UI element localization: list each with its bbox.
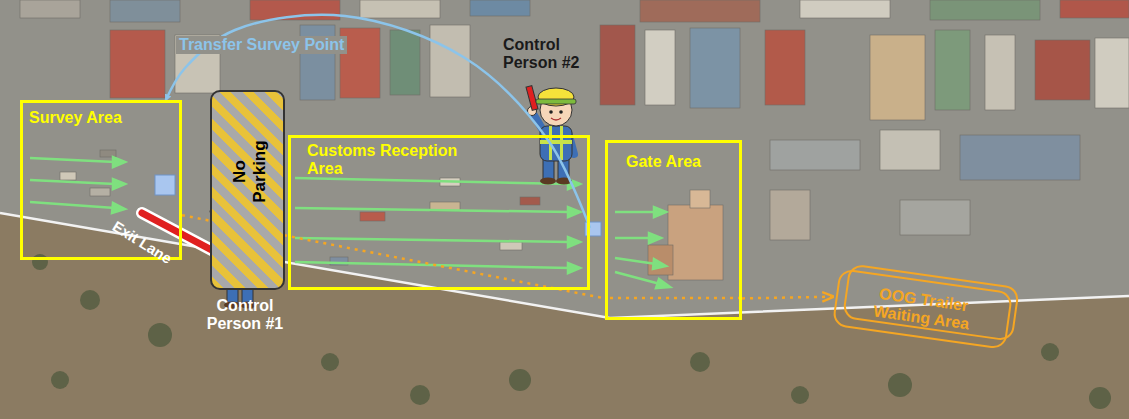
no-parking-zone: No Parking (210, 90, 285, 290)
person-label: Control Person #2 (503, 36, 603, 73)
area-label: Customs Reception Area (307, 142, 479, 179)
gate-area: Gate Area (605, 140, 742, 320)
survey-area: Survey Area (20, 100, 182, 260)
route-dotted-arrow (742, 297, 832, 299)
area-label: OOG Trailer Waiting Area (853, 281, 992, 336)
area-label: No Parking (230, 129, 269, 214)
edge-label: Transfer Survey Point (176, 36, 347, 54)
customs-reception-area: Customs Reception Area (288, 135, 590, 290)
area-label: Gate Area (626, 153, 701, 171)
person-label: Control Person #1 (195, 297, 295, 334)
area-label: Survey Area (29, 109, 122, 127)
